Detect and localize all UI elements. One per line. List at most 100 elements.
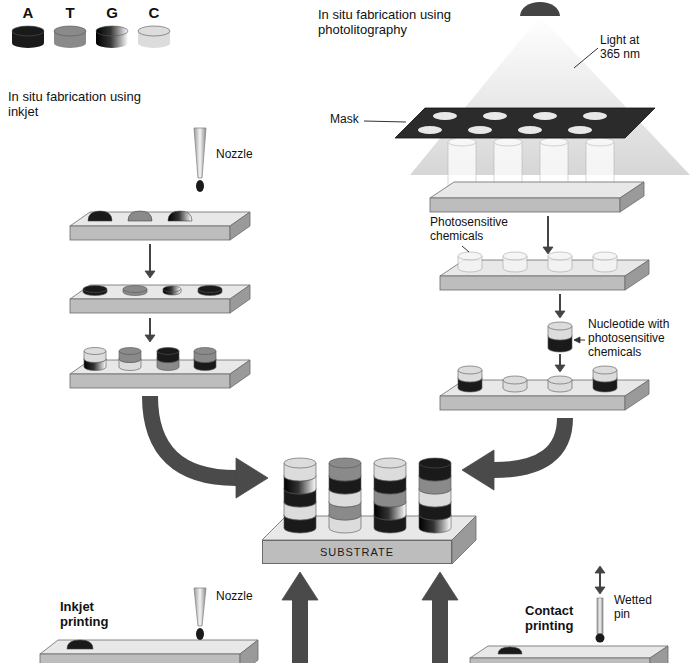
callout-label: In situ fabrication using photolitograph… (318, 8, 496, 38)
swatch-top (12, 26, 44, 36)
leader-line (574, 48, 598, 68)
flow-arrow (292, 600, 308, 663)
pin-motion-head (595, 587, 605, 594)
nucleotide-cylinder (458, 252, 482, 272)
cylinder-top (494, 138, 522, 146)
substrate-label: SUBSTRATE (320, 546, 394, 558)
mask-hole (583, 112, 607, 120)
nozzle (194, 588, 206, 626)
callout-label: Nozzle (216, 590, 276, 604)
nucleotide-cylinder (374, 458, 406, 533)
nucleotide-cylinder (593, 252, 617, 272)
callout-label: Nucleotide with photosensitive chemicals (588, 318, 696, 359)
slab (40, 640, 258, 663)
legend-item: A (8, 4, 48, 54)
nucleotide-cylinder (163, 286, 181, 295)
droplet (168, 211, 192, 221)
flow-arrowhead (282, 572, 318, 600)
nucleotide-cylinder (83, 286, 107, 296)
substrate-slab: SUBSTRATE (262, 540, 452, 564)
nucleotide-cylinder (419, 458, 451, 533)
cylinder-top (458, 366, 482, 374)
cylinder-top (503, 376, 527, 384)
slab-side (230, 212, 250, 240)
slab-top (430, 182, 644, 198)
swatch-top (138, 26, 170, 36)
cylinder-top (448, 138, 476, 146)
cylinder-top (593, 366, 617, 374)
swatch-top (54, 26, 86, 36)
nucleotide-cylinder (593, 366, 617, 392)
slab (430, 182, 644, 212)
slab-side (625, 260, 649, 290)
cylinder-top (163, 286, 181, 292)
nucleotide-cylinder (123, 286, 147, 296)
nucleotide-cylinder (548, 252, 572, 272)
legend-swatch (50, 22, 90, 50)
cylinder-top (548, 322, 572, 330)
cylinder-top (374, 458, 406, 468)
mask-hole (418, 126, 442, 134)
droplet (128, 211, 152, 221)
slab-top (70, 285, 250, 299)
droplet (67, 640, 93, 649)
cylinder-top (123, 286, 147, 293)
slab-top (470, 646, 668, 658)
slab-side (240, 640, 258, 663)
legend-swatch (8, 22, 48, 50)
step-arrow (149, 318, 151, 336)
leader-line (364, 121, 406, 122)
cylinder-top (284, 458, 316, 468)
nozzle (194, 128, 206, 178)
legend-text: G (92, 4, 132, 22)
flow-arrowhead (462, 450, 494, 490)
pin-drop (596, 634, 605, 643)
legend-text: C (134, 4, 174, 22)
slab-front (440, 396, 625, 410)
slab-front (70, 374, 230, 388)
mask-hole (483, 112, 507, 120)
legend-text: T (50, 4, 90, 22)
slab-front (70, 299, 230, 313)
cylinder-top (198, 286, 222, 293)
slab-front (40, 654, 240, 663)
slab-side (625, 380, 649, 410)
falling-drop (196, 180, 204, 192)
callout-label: Photosensitive chemicals (430, 216, 535, 244)
slab (70, 212, 250, 240)
swatch-top (96, 26, 128, 36)
nucleotide-cylinder (329, 458, 361, 533)
nucleotide-cylinder (119, 348, 141, 371)
step-arrow (149, 244, 151, 272)
cylinder-top (157, 348, 179, 355)
mask-hole (568, 126, 592, 134)
callout-label: Light at 365 nm (600, 34, 655, 62)
mask-hole (533, 112, 557, 120)
pin-motion (599, 572, 601, 588)
slab-front (430, 198, 620, 212)
step-arrowhead (555, 311, 565, 318)
step-arrowhead (145, 335, 155, 342)
cylinder-top (119, 348, 141, 355)
slab-side (650, 646, 668, 663)
slab (470, 646, 668, 663)
nucleotide-cylinder (198, 286, 222, 296)
slab-side (620, 182, 644, 212)
cylinder-top (593, 252, 617, 260)
nucleotide-cylinder (84, 348, 106, 371)
cylinder-top (458, 252, 482, 260)
cylinder-top (419, 458, 451, 468)
slab (70, 360, 250, 388)
flow-arrowhead (236, 458, 268, 498)
mask-hole (518, 126, 542, 134)
legend-item: C (134, 4, 174, 54)
mask-hole (468, 126, 492, 134)
slab-front (470, 658, 650, 663)
slab-top (70, 212, 250, 226)
slab (70, 285, 250, 313)
slab (262, 516, 476, 564)
legend-item: G (92, 4, 132, 54)
mask (395, 108, 655, 138)
falling-drop (196, 628, 204, 640)
